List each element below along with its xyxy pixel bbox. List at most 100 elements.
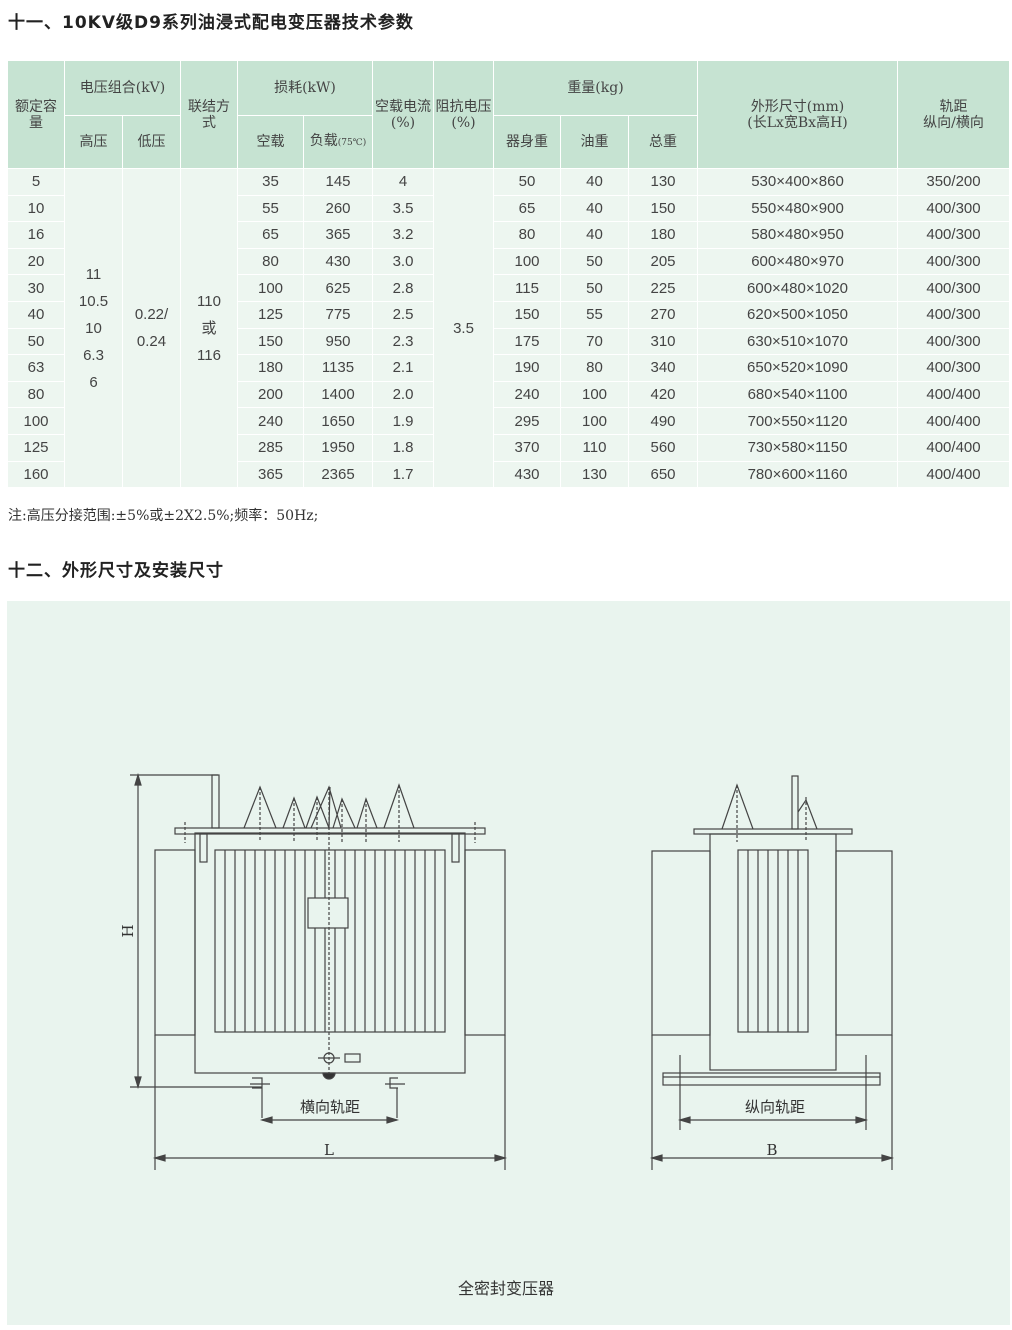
table-cell: 63 — [7, 354, 65, 382]
merged-value: 11 — [85, 265, 102, 283]
table-cell: 150 — [237, 327, 304, 355]
table-cell: 560 — [628, 433, 698, 462]
table-cell: 80 — [7, 380, 65, 408]
table-cell: 3.5 — [372, 194, 434, 222]
table-cell: 100 — [560, 380, 629, 408]
header-load: 负载(75℃) — [303, 115, 373, 169]
table-cell: 580×480×950 — [697, 221, 898, 249]
header-hv: 高压 — [64, 115, 123, 169]
table-cell: 205 — [628, 247, 698, 275]
merged-value: 6 — [89, 373, 98, 391]
table-cell: 400/300 — [897, 247, 1010, 275]
table-cell: 630×510×1070 — [697, 327, 898, 355]
table-cell: 400/300 — [897, 354, 1010, 382]
table-cell: 1950 — [303, 433, 373, 462]
table-cell: 1400 — [303, 380, 373, 408]
header-current: 空载电流(%) — [372, 60, 434, 169]
table-cell: 180 — [237, 354, 304, 382]
section-title-dimensions: 十二、外形尺寸及安装尺寸 — [8, 561, 224, 581]
table-cell: 30 — [7, 274, 65, 302]
diagram-caption: 全密封变压器 — [457, 1279, 554, 1298]
table-cell: 1.8 — [372, 433, 434, 462]
table-cell: 365 — [303, 221, 373, 249]
table-cell: 100 — [237, 274, 304, 302]
table-cell: 420 — [628, 380, 698, 408]
header-dims: 外形尺寸(mm)(长Lx宽Bx高H) — [697, 60, 898, 169]
merged-value: 116 — [197, 346, 221, 364]
table-cell: 240 — [493, 380, 561, 408]
table-cell: 430 — [493, 460, 561, 488]
table-cell: 130 — [560, 460, 629, 488]
table-cell: 100 — [493, 247, 561, 275]
header-impedance: 阻抗电压(%) — [433, 60, 494, 169]
table-cell: 50 — [493, 168, 561, 196]
table-cell: 10 — [7, 194, 65, 222]
table-cell: 400/300 — [897, 274, 1010, 302]
front-view — [130, 772, 508, 1170]
table-cell: 700×550×1120 — [697, 407, 898, 435]
note: 注:高压分接范围:±5%或±2X2.5%;频率：50Hz; — [8, 508, 319, 524]
table-cell: 400/300 — [897, 327, 1010, 355]
header-gauge: 轨距纵向/横向 — [897, 60, 1010, 169]
table-cell: 365 — [237, 460, 304, 488]
merged-cell-impedance: 3.5 — [433, 168, 494, 488]
header-weight: 重量(kg) — [493, 60, 698, 116]
table-cell: 400/300 — [897, 194, 1010, 222]
table-cell: 110 — [560, 433, 629, 462]
table-cell: 160 — [7, 460, 65, 488]
parameters-table: 额定容量 电压组合(kV) 联结方式 损耗(kW) 空载电流(%) 阻抗电压(%… — [7, 60, 1010, 488]
table-cell: 400/300 — [897, 221, 1010, 249]
table-cell: 55 — [560, 300, 629, 329]
table-cell: 150 — [493, 300, 561, 329]
table-cell: 620×500×1050 — [697, 300, 898, 329]
table-cell: 150 — [628, 194, 698, 222]
table-cell: 270 — [628, 300, 698, 329]
table-cell: 70 — [560, 327, 629, 355]
table-cell: 2.1 — [372, 354, 434, 382]
header-noload: 空载 — [237, 115, 304, 169]
table-cell: 125 — [7, 433, 65, 462]
table-cell: 40 — [560, 194, 629, 222]
merged-value: 0.22/ — [134, 306, 169, 324]
label-L: L — [324, 1141, 334, 1159]
table-cell: 80 — [237, 247, 304, 275]
table-cell: 3.2 — [372, 221, 434, 249]
table-cell: 65 — [493, 194, 561, 222]
diagram-panel — [7, 601, 1010, 1325]
merged-value: 6.3 — [83, 346, 104, 364]
table-cell: 100 — [7, 407, 65, 435]
table-cell: 80 — [493, 221, 561, 249]
table-cell: 175 — [493, 327, 561, 355]
table-cell: 550×480×900 — [697, 194, 898, 222]
table-cell: 680×540×1100 — [697, 380, 898, 408]
table-cell: 260 — [303, 194, 373, 222]
table-cell: 650 — [628, 460, 698, 488]
section-title-parameters: 十一、10KV级D9系列油浸式配电变压器技术参数 — [8, 13, 414, 33]
table-cell: 3.0 — [372, 247, 434, 275]
table-cell: 950 — [303, 327, 373, 355]
table-cell: 16 — [7, 221, 65, 249]
table-cell: 2.8 — [372, 274, 434, 302]
header-connection: 联结方式 — [180, 60, 238, 169]
table-cell: 125 — [237, 300, 304, 329]
merged-value: 10 — [85, 319, 102, 337]
table-cell: 240 — [237, 407, 304, 435]
table-cell: 50 — [7, 327, 65, 355]
label-rail-horizontal: 横向轨距 — [300, 1098, 360, 1116]
table-cell: 775 — [303, 300, 373, 329]
load-label: 负载 — [309, 133, 338, 149]
table-cell: 35 — [237, 168, 304, 196]
merged-value: 110 — [197, 292, 221, 310]
table-cell: 295 — [493, 407, 561, 435]
